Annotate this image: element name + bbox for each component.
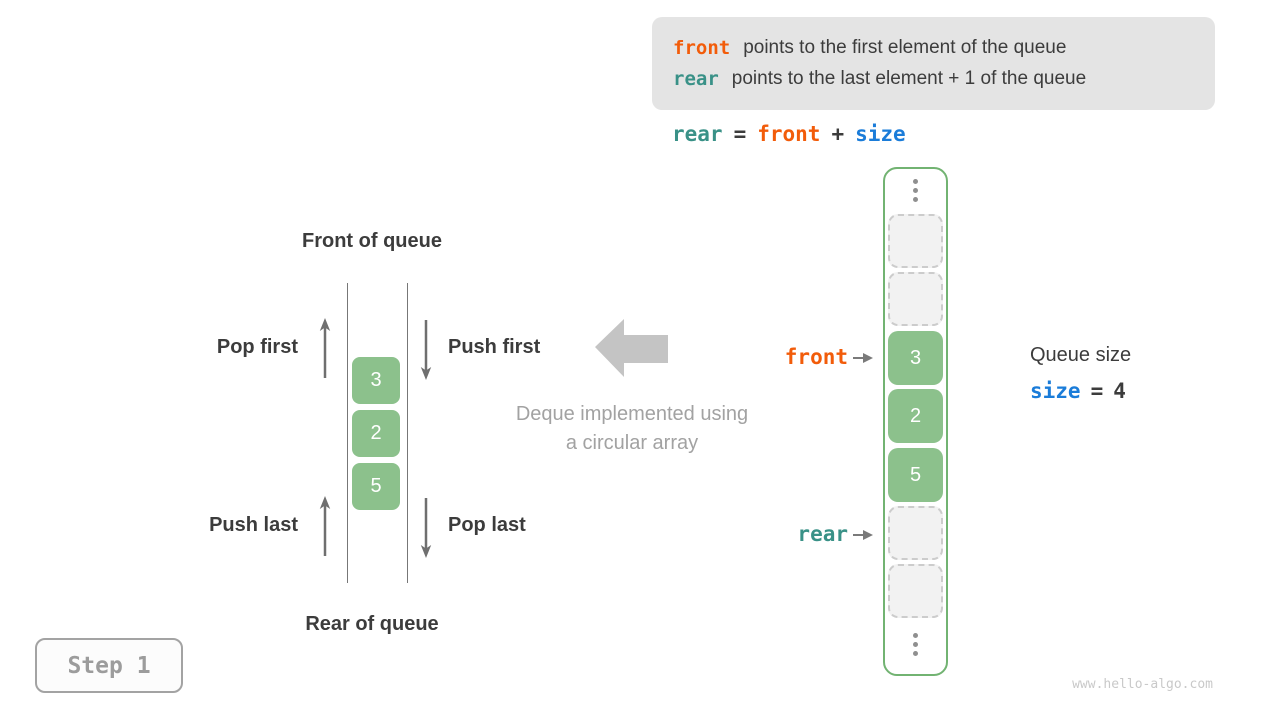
- front-keyword: front: [673, 37, 731, 59]
- pop-last-down-arrow-icon: [420, 498, 432, 558]
- channel-left-line: [347, 283, 348, 583]
- array-cell-empty: [888, 564, 943, 618]
- formula-plus: +: [831, 122, 845, 146]
- array-cell-empty: [888, 272, 943, 326]
- formula-size: size: [855, 122, 906, 146]
- front-pointer-arrow-icon: [853, 353, 873, 363]
- legend-box: front points to the first element of the…: [652, 17, 1215, 110]
- rear-pointer-arrow-icon: [853, 530, 873, 540]
- queue-box: 2: [352, 410, 400, 457]
- queue-size-title: Queue size: [1030, 344, 1132, 366]
- push-first-down-arrow-icon: [420, 320, 432, 380]
- dot: [913, 642, 918, 647]
- front-of-queue-label: Front of queue: [302, 230, 442, 252]
- size-value: 4: [1113, 379, 1126, 403]
- push-last-label: Push last: [209, 514, 298, 536]
- array-cell-value: 2: [888, 389, 943, 443]
- formula: rear = front + size: [672, 122, 906, 146]
- formula-equals: =: [733, 122, 747, 146]
- rear-keyword: rear: [673, 68, 719, 90]
- rear-pointer-label: rear: [797, 522, 848, 546]
- front-description: points to the first element of the queue: [743, 37, 1067, 58]
- push-last-up-arrow-icon: [319, 496, 331, 556]
- channel-right-line: [407, 283, 408, 583]
- rear-description: points to the last element + 1 of the qu…: [731, 68, 1087, 89]
- queue-box: 5: [352, 463, 400, 510]
- size-equals: =: [1090, 379, 1104, 403]
- ellipsis-bottom-icon: [913, 633, 918, 656]
- legend-line-front: front points to the first element of the…: [673, 37, 1215, 59]
- push-first-label: Push first: [448, 336, 541, 358]
- watermark: www.hello-algo.com: [1072, 677, 1213, 692]
- dot: [913, 197, 918, 202]
- dot: [913, 179, 918, 184]
- formula-rear: rear: [672, 122, 723, 146]
- formula-front: front: [757, 122, 821, 146]
- pop-last-label: Pop last: [448, 514, 526, 536]
- array-cell-value: 5: [888, 448, 943, 502]
- array-cell-empty: [888, 214, 943, 268]
- left-block-arrow-icon: [595, 319, 668, 377]
- queue-box: 3: [352, 357, 400, 404]
- caption-line1: Deque implemented using: [515, 403, 749, 425]
- queue-size-value-line: size = 4: [1030, 379, 1126, 403]
- legend-line-rear: rear points to the last element + 1 of t…: [673, 68, 1215, 90]
- array-cell-empty: [888, 506, 943, 560]
- ellipsis-top-icon: [913, 179, 918, 202]
- size-keyword: size: [1030, 379, 1081, 403]
- rear-of-queue-label: Rear of queue: [305, 613, 439, 635]
- pop-first-up-arrow-icon: [319, 318, 331, 378]
- front-pointer-label: front: [784, 345, 848, 369]
- step-badge: Step 1: [35, 638, 183, 693]
- array-cell-value: 3: [888, 331, 943, 385]
- dot: [913, 633, 918, 638]
- dot: [913, 188, 918, 193]
- caption-line2: a circular array: [565, 432, 699, 454]
- dot: [913, 651, 918, 656]
- pop-first-label: Pop first: [216, 336, 298, 358]
- caption: Deque implemented using a circular array: [492, 400, 772, 458]
